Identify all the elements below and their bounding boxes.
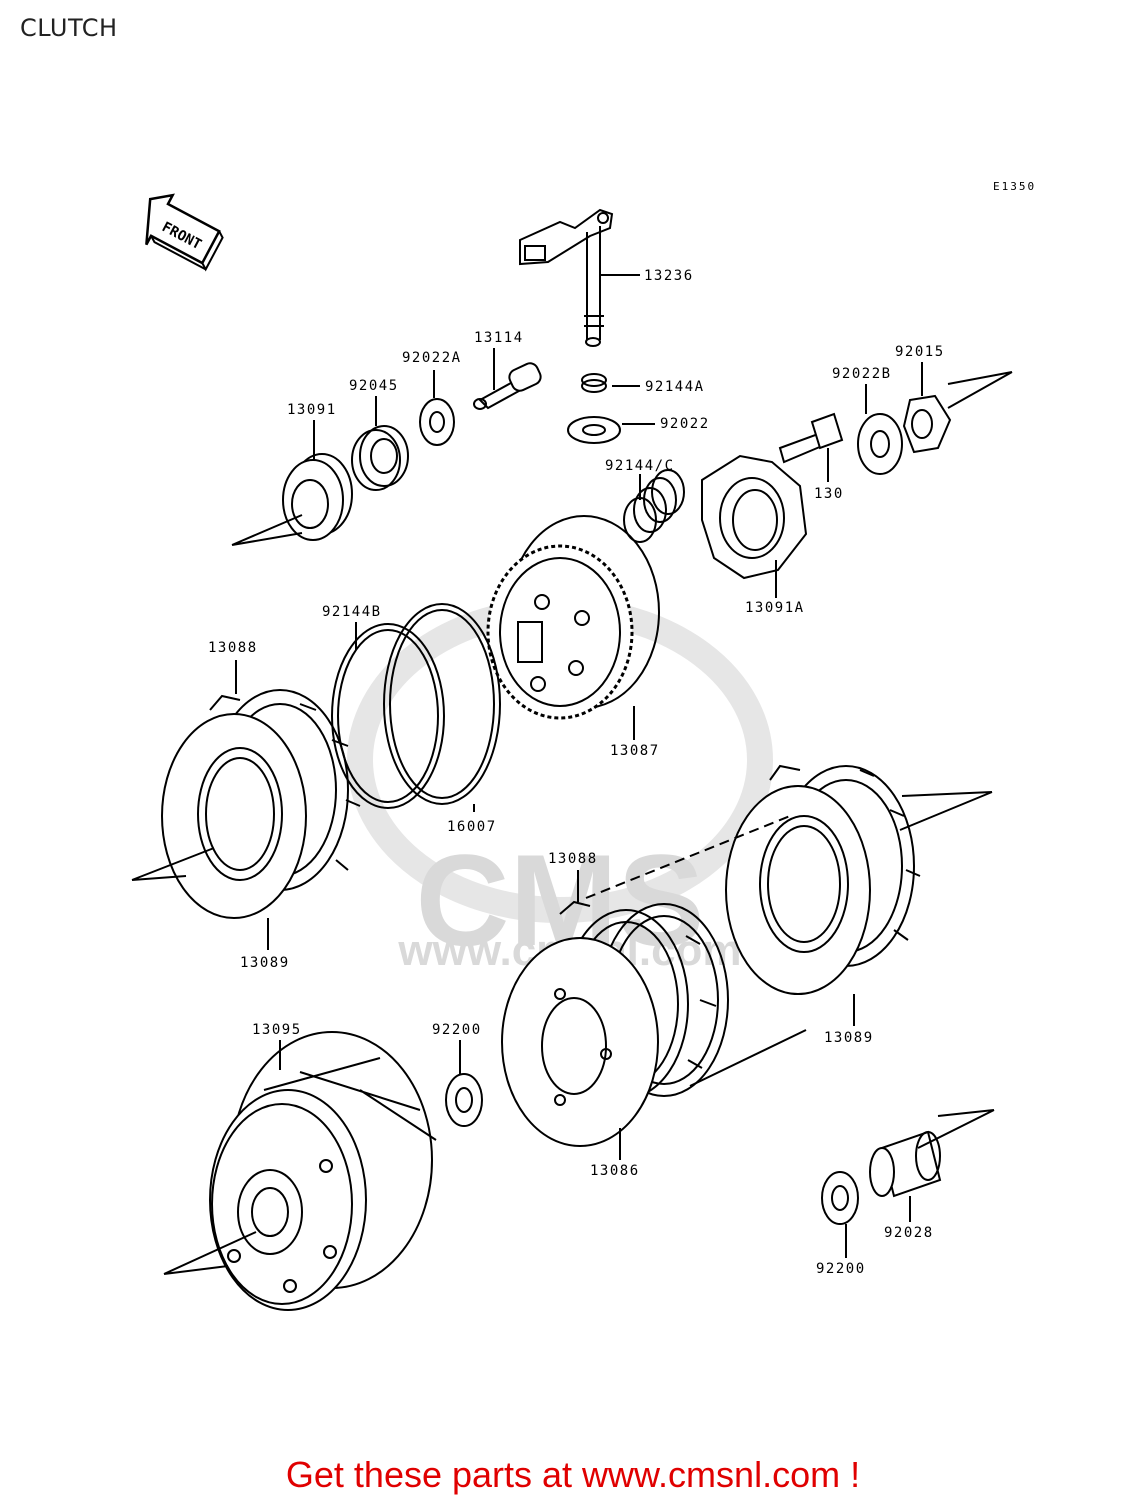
label-13236: 13236 bbox=[644, 268, 694, 284]
part-13095-housing: 13095 bbox=[163, 1022, 437, 1311]
label-130: 130 bbox=[814, 486, 844, 502]
part-13091-housing: 13091 bbox=[231, 402, 353, 546]
part-92022-washer: 92022 bbox=[567, 416, 710, 444]
label-13091A: 13091A bbox=[745, 600, 805, 616]
part-13089-steel-plate-b: 13089 bbox=[585, 764, 993, 1087]
label-13086: 13086 bbox=[590, 1163, 640, 1179]
page-title: CLUTCH bbox=[20, 14, 118, 42]
label-13089-b: 13089 bbox=[824, 1030, 874, 1046]
part-16007-ring: 16007 bbox=[383, 603, 501, 835]
label-92045: 92045 bbox=[349, 378, 399, 394]
label-13087: 13087 bbox=[610, 743, 660, 759]
part-92045-bearing: 92045 bbox=[349, 378, 409, 491]
part-13089-steel-plate-a: 13089 bbox=[131, 713, 307, 971]
label-92200-a: 92200 bbox=[432, 1022, 482, 1038]
part-92022A-washer: 92022A bbox=[402, 350, 462, 446]
part-92022B-washer: 92022B bbox=[832, 366, 903, 475]
part-13091A-plate: 13091A bbox=[701, 454, 808, 616]
label-92022B: 92022B bbox=[832, 366, 892, 382]
label-13088-b: 13088 bbox=[548, 851, 598, 867]
part-92200-washer-a: 92200 bbox=[432, 1022, 483, 1127]
part-92144C-spring: 92144/C bbox=[605, 458, 685, 543]
part-13086-pressure-plate: 13086 bbox=[501, 937, 659, 1179]
part-92028-collar: 92028 bbox=[869, 1109, 995, 1241]
part-13087-hub: 13087 bbox=[486, 515, 660, 759]
label-92200-b: 92200 bbox=[816, 1261, 866, 1277]
label-92144A: 92144A bbox=[645, 379, 705, 395]
label-16007: 16007 bbox=[447, 819, 497, 835]
label-92015: 92015 bbox=[895, 344, 945, 360]
front-arrow-icon: FRONT bbox=[145, 193, 224, 272]
part-92144B-ring: 92144B bbox=[322, 604, 445, 809]
part-130-bolt: 130 bbox=[778, 412, 844, 502]
label-13088-a: 13088 bbox=[208, 640, 258, 656]
part-92015-nut: 92015 bbox=[895, 344, 1013, 454]
label-13095: 13095 bbox=[252, 1022, 302, 1038]
label-92144B: 92144B bbox=[322, 604, 382, 620]
part-92144A-clip: 92144A bbox=[581, 373, 705, 395]
part-13114-pin: 13114 bbox=[473, 330, 542, 410]
label-92028: 92028 bbox=[884, 1225, 934, 1241]
label-13089-a: 13089 bbox=[240, 955, 290, 971]
label-92022A: 92022A bbox=[402, 350, 462, 366]
label-13091: 13091 bbox=[287, 402, 337, 418]
label-13114: 13114 bbox=[474, 330, 524, 346]
label-92022: 92022 bbox=[660, 416, 710, 432]
part-92200-washer-b: 92200 bbox=[816, 1171, 866, 1277]
diagram-code: E1350 bbox=[993, 180, 1036, 193]
label-92144C: 92144/C bbox=[605, 458, 675, 474]
footer-link[interactable]: Get these parts at www.cmsnl.com ! bbox=[285, 1454, 861, 1495]
part-13236-lever: 13236 bbox=[519, 208, 694, 347]
